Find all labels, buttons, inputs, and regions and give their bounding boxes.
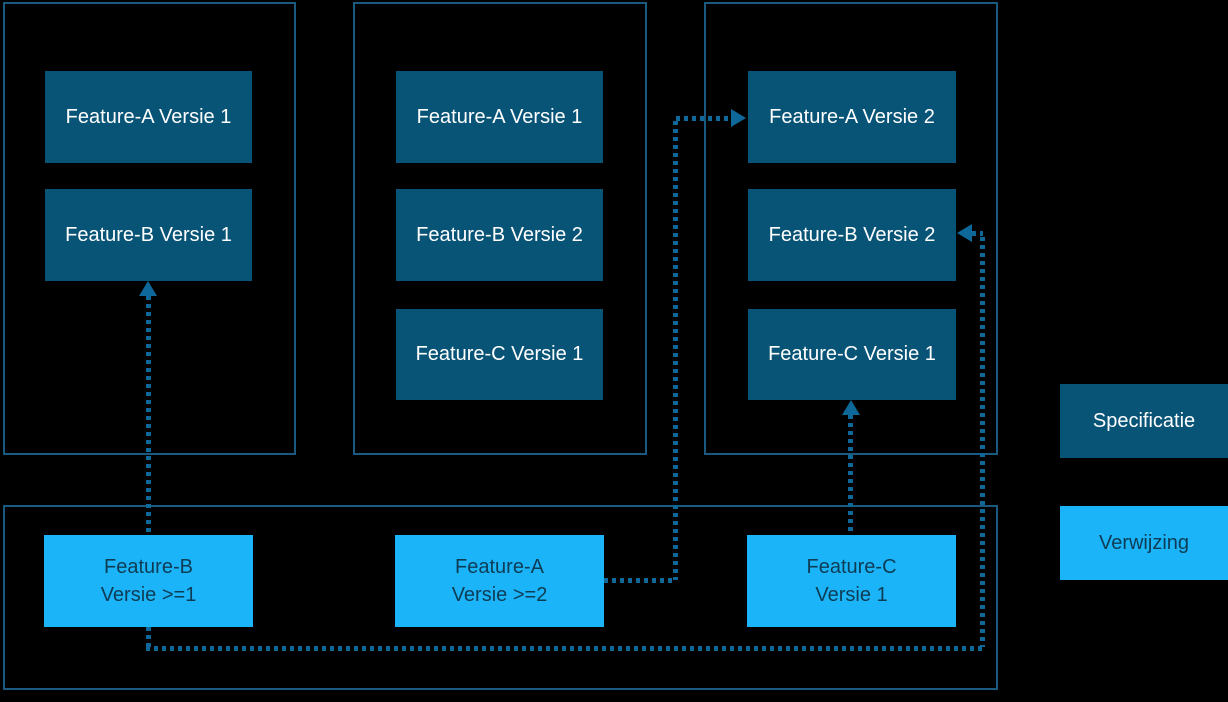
arrowhead-up-icon [139, 281, 157, 296]
specification-box: Feature-A Versie 1 [396, 71, 603, 163]
reference-group [3, 505, 998, 690]
specification-box: Feature-A Versie 1 [45, 71, 252, 163]
legend-specification: Specificatie [1060, 384, 1228, 458]
reference-label-line2: Versie >=2 [451, 584, 548, 606]
dotted-line-segment [604, 578, 676, 583]
specification-box: Feature-B Versie 2 [748, 189, 956, 281]
legend-specification-label: Specificatie [1092, 409, 1196, 432]
specification-label: Feature-C Versie 1 [768, 343, 936, 365]
dotted-line-segment [972, 231, 983, 236]
reference-label-line2: Versie 1 [815, 584, 888, 606]
specification-label: Feature-B Versie 2 [768, 223, 936, 246]
legend-reference: Verwijzing [1060, 506, 1228, 580]
reference-label-line2: Versie >=1 [100, 584, 197, 606]
reference-box: Feature-B Versie >=1 [44, 535, 253, 627]
reference-box: Feature-C Versie 1 [747, 535, 956, 627]
specification-box: Feature-C Versie 1 [748, 309, 956, 400]
dotted-line-segment [146, 627, 151, 647]
specification-box: Feature-B Versie 1 [45, 189, 252, 281]
reference-box: Feature-A Versie >=2 [395, 535, 604, 627]
specification-label: Feature-B Versie 1 [65, 223, 232, 246]
specification-box: Feature-B Versie 2 [396, 189, 603, 281]
dotted-line-segment [146, 296, 151, 535]
specification-label: Feature-B Versie 2 [416, 223, 583, 246]
specification-label: Feature-A Versie 1 [65, 105, 232, 128]
reference-label-line1: Feature-B [104, 556, 193, 578]
arrowhead-up-icon [842, 400, 860, 415]
specification-label: Feature-A Versie 1 [416, 105, 583, 128]
arrowhead-right-icon [731, 109, 746, 127]
dotted-line-segment [146, 646, 985, 651]
arrowhead-left-icon [957, 224, 972, 242]
dotted-line-segment [676, 116, 731, 121]
specification-label: Feature-A Versie 2 [769, 105, 935, 128]
specification-label: Feature-C Versie 1 [415, 343, 584, 365]
dotted-line-segment [673, 121, 678, 580]
reference-label-line1: Feature-A [455, 556, 544, 578]
specification-box: Feature-C Versie 1 [396, 309, 603, 400]
legend-reference-label: Verwijzing [1098, 531, 1190, 554]
specification-group-2 [353, 2, 647, 455]
specification-box: Feature-A Versie 2 [748, 71, 956, 163]
reference-label-line1: Feature-C [806, 556, 897, 578]
dotted-line-segment [848, 415, 853, 535]
dotted-line-segment [980, 237, 985, 647]
